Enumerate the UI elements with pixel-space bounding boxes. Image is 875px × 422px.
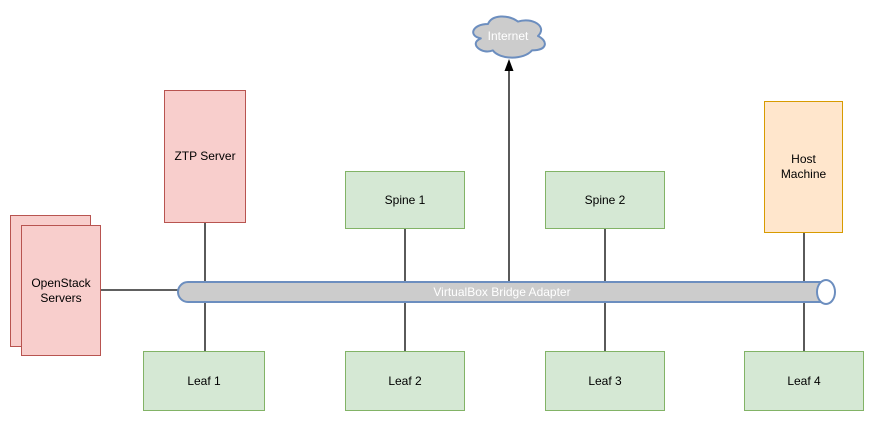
spine-2-label: Spine 2	[584, 192, 626, 207]
internet-label: Internet	[487, 29, 529, 43]
leaf-1-label: Leaf 1	[187, 373, 221, 388]
node-spine-1: Spine 1	[345, 171, 465, 229]
cloud-icon	[463, 12, 553, 60]
node-internet: Internet	[463, 12, 553, 60]
ztp-server-label: ZTP Server	[174, 149, 236, 163]
node-leaf-3: Leaf 3	[545, 351, 665, 411]
node-host-machine: Host Machine	[764, 101, 843, 233]
node-leaf-2: Leaf 2	[345, 351, 465, 411]
openstack-label: OpenStack Servers	[31, 275, 91, 305]
node-leaf-1: Leaf 1	[143, 351, 265, 411]
node-spine-2: Spine 2	[545, 171, 665, 229]
spine-1-label: Spine 1	[384, 192, 426, 207]
node-ztp-server: ZTP Server	[164, 90, 246, 223]
host-machine-label: Host Machine	[780, 152, 827, 181]
arrowhead-internet-icon	[504, 59, 514, 71]
bridge-adapter-end-cap	[816, 279, 836, 305]
leaf-3-label: Leaf 3	[588, 373, 622, 388]
node-leaf-4: Leaf 4	[744, 351, 864, 411]
leaf-4-label: Leaf 4	[787, 373, 821, 388]
node-openstack: OpenStack Servers	[21, 225, 101, 356]
leaf-2-label: Leaf 2	[388, 373, 422, 388]
bridge-adapter-label: VirtualBox Bridge Adapter	[433, 285, 571, 299]
